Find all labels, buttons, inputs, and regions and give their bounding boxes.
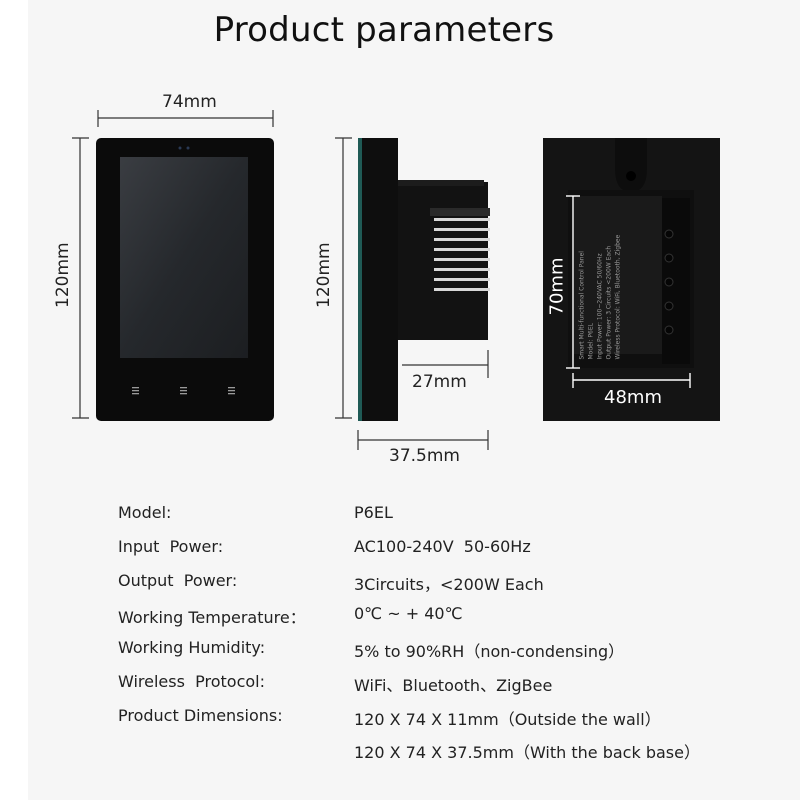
label-line: Model: P6EL [587,322,595,360]
spec-label-input-power: Input Power: [118,537,224,556]
front-screen [120,157,248,358]
spec-value-wireless-protocol: WiFi、Bluetooth、ZigBee [354,676,553,695]
spec-value-working-humidity: 5% to 90%RH（non-condensing） [354,642,625,661]
label-line: Output Power: 3 Circuits <200W Each [605,245,613,360]
spec-label-working-humidity: Working Humidity: [118,638,266,657]
side-depth-total-label: 37.5mm [389,446,460,466]
side-depth-inner-label: 27mm [412,372,467,392]
spec-value-product-dimensions: 120 X 74 X 11mm（Outside the wall） [354,710,661,729]
back-label-sticker [574,196,662,354]
side-vents [434,218,490,291]
spec-label-model: Model: [118,503,172,522]
front-height-label: 120mm [53,242,73,308]
spec-value-model: P6EL [354,503,393,522]
spec-label-wireless-protocol: Wireless Protocol: [118,672,265,691]
side-height-label: 120mm [314,242,334,308]
page-title: Product parameters [213,10,555,50]
label-line: Smart Multi-functional Control Panel [578,251,586,360]
spec-label-working-temperature: Working Temperature： [118,608,306,627]
front-view [72,110,274,421]
spec-value-product-dimensions-with-base: 120 X 74 X 37.5mm（With the back base） [354,743,700,762]
front-width-label: 74mm [162,92,217,112]
mounting-notch [615,138,647,192]
back-width-label: 48mm [604,387,662,408]
spec-label-output-power: Output Power: [118,571,238,590]
spec-label-product-dimensions: Product Dimensions: [118,706,283,725]
back-label-text: Smart Multi-functional Control Panel Mod… [578,200,623,360]
label-line: Input Power: 100~240VAC 50/60Hz [596,253,604,360]
touch-button-icons [132,387,235,395]
spec-value-input-power: AC100-240V 50-60Hz [354,537,531,556]
label-line: Wireless Protocol: WiFi, Bluetooth, Zigb… [614,234,622,360]
back-view [543,138,720,421]
side-glass-edge [358,138,362,421]
side-view [335,137,490,450]
terminal-block [662,198,690,364]
spec-value-working-temperature: 0℃ ~ + 40℃ [354,604,463,623]
spec-value-output-power: 3Circuits，<200W Each [354,575,544,594]
side-plate [362,138,398,421]
back-height-label: 70mm [546,257,568,316]
